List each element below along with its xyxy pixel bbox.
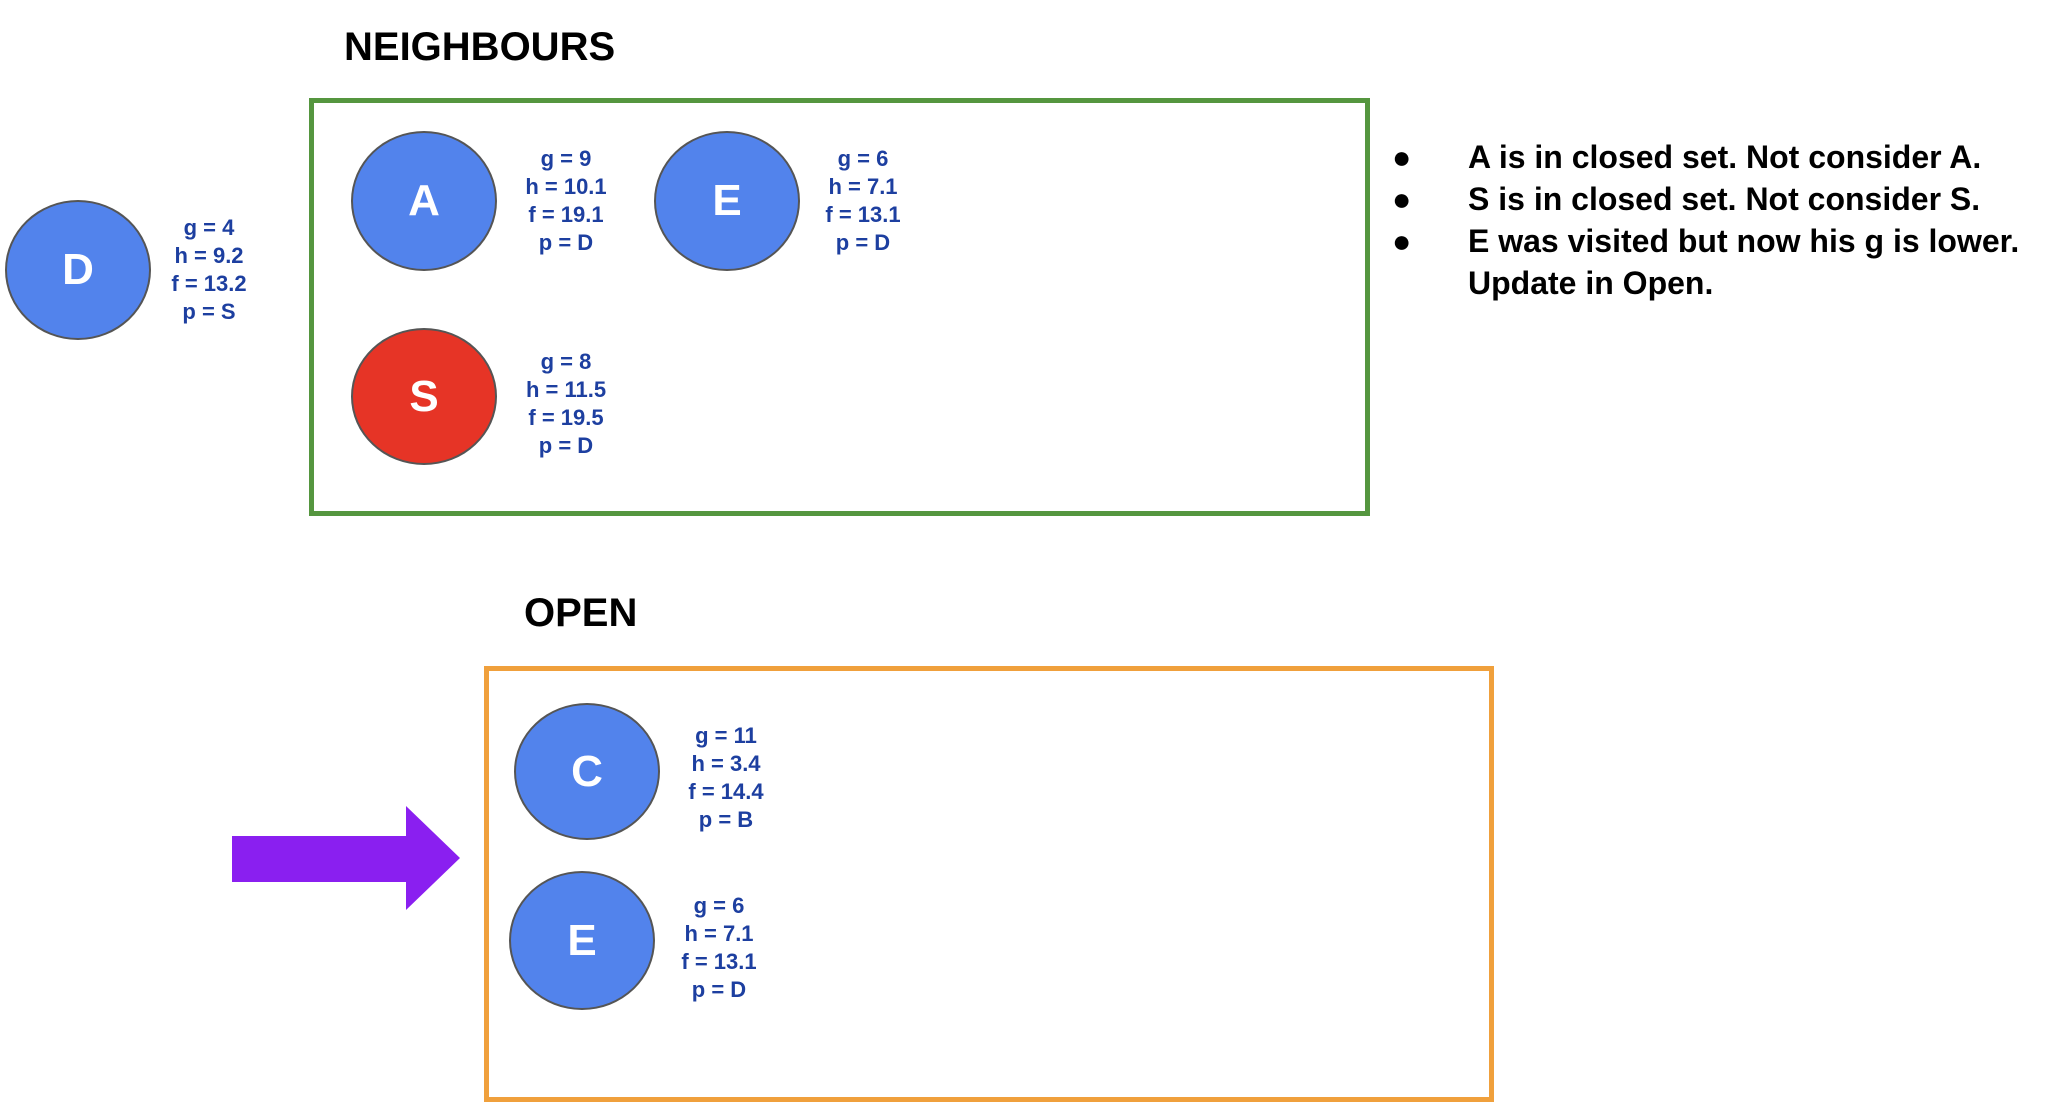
- f-value: f = 19.1: [528, 202, 604, 227]
- f-value: f = 13.1: [825, 202, 901, 227]
- neighbours-title: NEIGHBOURS: [344, 25, 616, 69]
- neighbour-e-values: g = 6 h = 7.1 f = 13.1 p = D: [793, 145, 933, 257]
- h-value: h = 11.5: [525, 377, 607, 402]
- g-value: g = 6: [693, 893, 745, 918]
- node-d-values: g = 4 h = 9.2 f = 13.2 p = S: [139, 214, 279, 326]
- g-value: g = 8: [540, 349, 592, 374]
- g-value: g = 4: [183, 215, 235, 240]
- note-item: ● A is in closed set. Not consider A.: [1392, 136, 2064, 178]
- open-c-values: g = 11 h = 3.4 f = 14.4 p = B: [656, 722, 796, 834]
- bullet-icon: ●: [1392, 223, 1412, 259]
- h-value: h = 9.2: [174, 243, 244, 268]
- open-e-values: g = 6 h = 7.1 f = 13.1 p = D: [649, 892, 789, 1004]
- p-value: p = S: [182, 299, 236, 324]
- f-value: f = 19.5: [528, 405, 604, 430]
- p-value: p = D: [691, 977, 747, 1002]
- g-value: g = 6: [837, 146, 889, 171]
- open-node-e: E: [509, 871, 655, 1010]
- open-frame: [484, 666, 1494, 1102]
- h-value: h = 10.1: [525, 174, 607, 199]
- neighbour-s-values: g = 8 h = 11.5 f = 19.5 p = D: [496, 348, 636, 460]
- p-value: p = D: [538, 230, 594, 255]
- p-value: p = D: [835, 230, 891, 255]
- f-value: f = 13.1: [681, 949, 757, 974]
- open-node-c: C: [514, 703, 660, 840]
- node-d: D: [5, 200, 151, 340]
- arrow-shape: [232, 806, 460, 910]
- neighbour-node-s: S: [351, 328, 497, 465]
- neighbour-node-e: E: [654, 131, 800, 271]
- note-text: E was visited but now his g is lower. Up…: [1468, 223, 2020, 301]
- g-value: g = 9: [540, 146, 592, 171]
- neighbour-node-a: A: [351, 131, 497, 271]
- notes-list: ● A is in closed set. Not consider A. ● …: [1392, 136, 2064, 304]
- note-item: ● S is in closed set. Not consider S.: [1392, 178, 2064, 220]
- f-value: f = 14.4: [688, 779, 764, 804]
- bullet-icon: ●: [1392, 181, 1412, 217]
- p-value: p = B: [698, 807, 754, 832]
- h-value: h = 3.4: [691, 751, 761, 776]
- f-value: f = 13.2: [171, 271, 247, 296]
- bullet-icon: ●: [1392, 139, 1412, 175]
- h-value: h = 7.1: [684, 921, 754, 946]
- h-value: h = 7.1: [828, 174, 898, 199]
- neighbour-a-values: g = 9 h = 10.1 f = 19.1 p = D: [496, 145, 636, 257]
- note-text: S is in closed set. Not consider S.: [1468, 181, 1981, 217]
- g-value: g = 11: [695, 723, 757, 748]
- open-title: OPEN: [524, 591, 638, 635]
- p-value: p = D: [538, 433, 594, 458]
- neighbours-frame: [309, 98, 1370, 516]
- note-item: ● E was visited but now his g is lower. …: [1392, 220, 2064, 304]
- note-text: A is in closed set. Not consider A.: [1468, 139, 1982, 175]
- right-arrow-icon: [232, 806, 460, 910]
